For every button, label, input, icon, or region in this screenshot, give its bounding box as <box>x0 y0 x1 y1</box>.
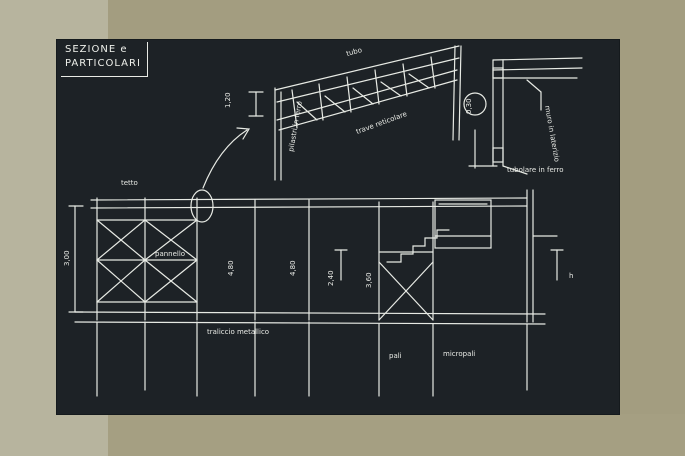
right-wall-detail <box>463 57 583 175</box>
small-dim: 2,40 <box>327 270 335 286</box>
mid-dim-1: 4,80 <box>227 260 235 276</box>
truss-detail <box>248 45 462 181</box>
pile-note: micropali <box>443 350 475 358</box>
truss-dim-label: 1,20 <box>224 92 232 108</box>
left-height-dim: 3,00 <box>63 250 71 266</box>
chalkboard-drawing: SEZIONE e PARTICOLARI <box>57 40 619 414</box>
title-line-1: SEZIONE e <box>65 44 128 55</box>
pile-label: pali <box>389 352 402 360</box>
mid-dim-2: 4,80 <box>289 260 297 276</box>
bottom-background-band <box>108 414 685 456</box>
bottom-note: traliccio metallico <box>207 328 269 336</box>
round-dim-label: 0,30 <box>465 98 473 114</box>
tubes-note: tubolare in ferro <box>507 166 564 174</box>
right-dim: 3,60 <box>365 272 373 288</box>
sketch-lines: 1,20 trave reticolare tubo pilastri in f… <box>63 45 583 397</box>
title-line-2: PARTICOLARI <box>65 58 141 69</box>
wall-label: muro in laterizio <box>543 105 561 163</box>
top-left-label: tetto <box>121 179 138 187</box>
title-box <box>61 42 148 77</box>
truss-top-label: tubo <box>345 46 362 58</box>
detail-arrow <box>190 127 251 223</box>
main-section <box>68 189 564 397</box>
right-tag: h <box>569 272 573 280</box>
truss-label: trave reticolare <box>355 110 408 136</box>
panel-label: pannello <box>155 250 185 258</box>
